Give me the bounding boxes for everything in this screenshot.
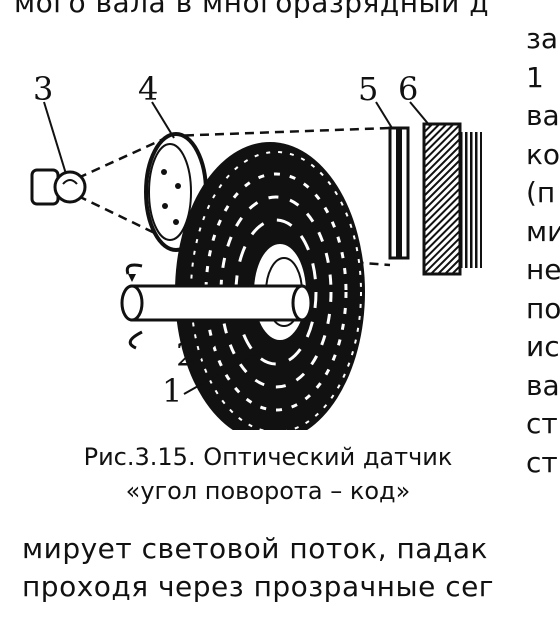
optical-sensor-figure: 3 4 5 6 2 1 xyxy=(0,60,520,442)
text-fragment: 1 xyxy=(526,60,544,94)
text-fragment: ко xyxy=(526,137,560,171)
text-fragment: ст xyxy=(526,407,558,440)
photodetector-array xyxy=(422,122,482,276)
body-text-line: проходя через прозрачные сег xyxy=(22,570,495,603)
right-column-fragments: за 1 ва ко (п ми не по ис ва ст ст xyxy=(526,20,560,482)
figure-drawing xyxy=(30,101,482,442)
text-fragment: ва xyxy=(526,368,560,402)
callout-leaders xyxy=(43,101,431,395)
callout-label: 1 xyxy=(162,372,183,410)
text-fragment: ст xyxy=(526,445,558,479)
lens xyxy=(144,132,208,252)
text-fragment: по xyxy=(526,291,560,325)
caption-line: «угол поворота – код» xyxy=(125,477,411,505)
lamp xyxy=(30,168,87,206)
text-fragment: (п xyxy=(526,176,556,209)
callout-label: 2 xyxy=(176,336,197,374)
text-fragment: не xyxy=(526,253,560,286)
callout-label: 5 xyxy=(358,70,379,108)
caption-line: Рис.3.15. Оптический датчик xyxy=(83,443,453,471)
callout-label: 4 xyxy=(138,70,159,108)
figure-caption: Рис.3.15. Оптический датчик «угол поворо… xyxy=(18,440,518,508)
text-fragment: за xyxy=(526,22,559,55)
text-fragment: ми xyxy=(526,214,560,248)
text-fragment: ва xyxy=(526,99,560,132)
shaft xyxy=(120,263,313,350)
top-text-line: мого вала в многоразрядный д xyxy=(14,0,490,19)
mask-plate xyxy=(388,126,410,260)
body-text-line: мирует световой поток, падак xyxy=(22,532,488,565)
text-fragment: ис xyxy=(526,330,560,363)
callout-label: 3 xyxy=(33,70,54,108)
callout-label: 6 xyxy=(398,70,419,108)
